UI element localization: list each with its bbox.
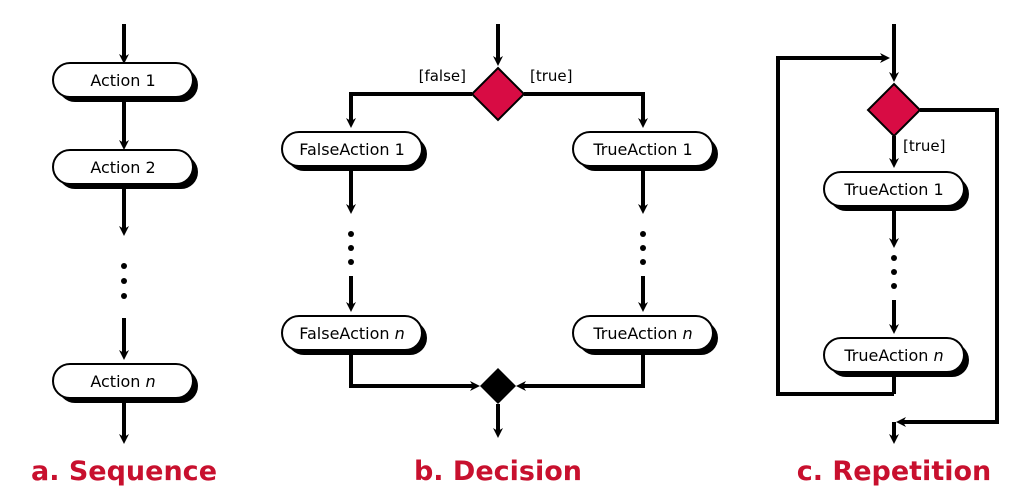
- false-ellipsis: [348, 231, 354, 265]
- decision-false-branch-arrow: [346, 92, 472, 128]
- true-action-n-node: TrueAction n: [572, 315, 718, 355]
- true-ellipsis: [640, 231, 646, 265]
- sequence-ellipsis: [121, 263, 127, 299]
- sequence-action-1-node: Action 1: [52, 62, 198, 102]
- decision-caption: b. Decision: [414, 456, 582, 487]
- false-action-n-label: FalseAction n: [299, 324, 405, 343]
- repetition-loop-back-arrow: [776, 53, 894, 396]
- repetition-true-guard: [true]: [903, 137, 946, 155]
- decision-false-guard: [false]: [419, 67, 466, 85]
- repetition-action-1-label: TrueAction 1: [843, 180, 943, 199]
- true-action-1-label: TrueAction 1: [592, 140, 692, 159]
- repetition-diagram: [true] TrueAction 1 TrueAction n c. Repe…: [776, 24, 999, 487]
- repetition-action-n-label: TrueAction n: [843, 346, 943, 365]
- decision-diagram: [false] [true] FalseAction 1 FalseAction…: [281, 24, 718, 487]
- sequence-action-n-label: Action n: [90, 372, 155, 391]
- decision-diamond: [470, 66, 526, 122]
- sequence-action-2-label: Action 2: [90, 158, 155, 177]
- repetition-action-1-node: TrueAction 1: [823, 171, 969, 211]
- true-merge-arrow: [516, 352, 645, 391]
- repetition-action-n-node: TrueAction n: [823, 337, 969, 377]
- sequence-caption: a. Sequence: [31, 456, 217, 487]
- repetition-caption: c. Repetition: [797, 456, 992, 487]
- false-merge-arrow: [349, 352, 480, 391]
- false-action-1-node: FalseAction 1: [281, 131, 427, 171]
- sequence-action-n-node: Action n: [52, 363, 198, 403]
- false-action-n-node: FalseAction n: [281, 315, 427, 355]
- sequence-action-2-node: Action 2: [52, 149, 198, 189]
- repetition-false-exit-line: [896, 108, 999, 427]
- sequence-action-1-label: Action 1: [90, 71, 155, 90]
- true-action-1-node: TrueAction 1: [572, 131, 718, 171]
- decision-true-guard: [true]: [530, 67, 573, 85]
- true-action-n-label: TrueAction n: [592, 324, 692, 343]
- repetition-decision-diamond: [866, 82, 922, 138]
- repetition-ellipsis: [891, 255, 897, 289]
- merge-diamond: [480, 368, 516, 404]
- false-action-1-label: FalseAction 1: [299, 140, 405, 159]
- sequence-diagram: Action 1 Action 2 Action n a. Sequence: [31, 24, 217, 487]
- decision-true-branch-arrow: [524, 92, 648, 128]
